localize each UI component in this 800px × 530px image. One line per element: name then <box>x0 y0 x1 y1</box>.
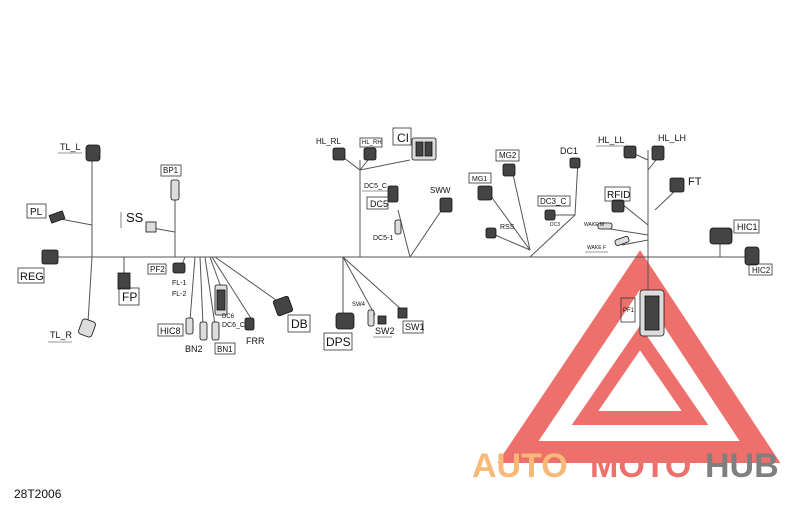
label-sww: SWW <box>430 186 451 195</box>
connector-hl-rl: HL_RL <box>316 137 346 161</box>
label-dc1: DC1 <box>560 146 578 156</box>
connector-fp: FP <box>117 272 140 306</box>
connector-hic2: HIC2 <box>744 246 773 276</box>
connector-dc1: DC1 <box>560 146 581 169</box>
connector-tl-l: TL_L <box>58 142 101 162</box>
label-dc5-1: DC5-1 <box>373 235 393 242</box>
connector-ss: SS <box>120 210 157 233</box>
label-ft: FT <box>688 176 702 188</box>
label-hic8: HIC8 <box>160 326 181 336</box>
label-pf1: PF1 <box>623 308 635 314</box>
watermark-moto: MOTO <box>590 447 691 485</box>
connector-bn1: BN1 <box>211 321 236 355</box>
branch-wires <box>54 150 755 326</box>
label-sw1: SW1 <box>405 322 425 332</box>
connector-wake-f: WAKE F <box>585 235 630 253</box>
connector-sw2: SW2 <box>373 315 395 338</box>
connector-wake-m: WAKE M <box>584 222 613 230</box>
connector-dc3: DC3_C DC3 <box>537 195 571 228</box>
diagram-code: 28T2006 <box>14 487 62 501</box>
connector-dc5: DC5_C DC5 DC5-1 <box>362 183 402 242</box>
label-dc5: DC5 <box>370 199 388 209</box>
label-wake-m: WAKE M <box>584 222 604 228</box>
label-hic2: HIC2 <box>752 266 771 275</box>
connector-reg: REG <box>17 249 59 284</box>
connector-pf2: PF2 FL-1 FL-2 <box>147 262 187 298</box>
label-sw2: SW2 <box>375 326 395 336</box>
label-dps: DPS <box>326 335 351 349</box>
label-rss: RSS <box>500 224 515 231</box>
label-hl-rl: HL_RL <box>316 137 341 146</box>
connector-rfid: RFID <box>604 186 631 213</box>
connector-sw4: SW4 <box>352 302 375 327</box>
label-wake-f: WAKE F <box>587 245 606 251</box>
label-hl-lh: HL_LH <box>658 133 686 143</box>
connector-mg1: MG1 <box>468 172 493 201</box>
connector-bn2: BN2 <box>185 321 208 354</box>
watermark-hub: HUB <box>705 447 779 485</box>
label-dc3-c: DC3_C <box>540 197 566 206</box>
label-fl2: FL-2 <box>172 291 187 298</box>
label-bn1: BN1 <box>217 345 233 354</box>
label-fl1: FL-1 <box>172 280 187 287</box>
connector-db: DB <box>272 295 311 333</box>
connector-sww: SWW <box>430 186 453 213</box>
label-dc5-c: DC5_C <box>364 183 387 190</box>
connector-bp1: BP1 <box>160 164 182 201</box>
connector-pl: PL <box>26 203 66 224</box>
label-hl-ll: HL_LL <box>598 135 625 145</box>
label-ss: SS <box>126 210 144 225</box>
connector-tl-r: TL_R <box>48 318 96 343</box>
label-ci: CI <box>397 131 409 145</box>
label-hl-rh: HL_RH <box>362 140 382 146</box>
label-bp1: BP1 <box>163 166 179 175</box>
connector-rss: RSS <box>485 224 515 239</box>
label-pf2: PF2 <box>150 265 165 274</box>
connector-ci: CI <box>392 127 437 161</box>
label-reg: REG <box>20 271 44 283</box>
label-mg1: MG1 <box>472 176 487 183</box>
connector-hl-ll: HL_LL <box>596 135 637 159</box>
connector-hic1: HIC1 <box>709 219 760 245</box>
label-tl-r: TL_R <box>50 330 73 340</box>
label-frr: FRR <box>246 336 265 346</box>
connector-dps: DPS <box>323 312 355 351</box>
label-hic1: HIC1 <box>737 222 758 232</box>
watermark-auto: AUTO <box>472 447 568 485</box>
connector-hic8: HIC8 <box>157 317 194 337</box>
label-fp: FP <box>122 290 137 304</box>
connector-hl-rh: HL_RH <box>359 137 383 161</box>
connector-hl-lh: HL_LH <box>651 133 686 161</box>
label-dc6: DC6 <box>222 314 235 320</box>
label-tl-l: TL_L <box>60 142 81 152</box>
label-sw4: SW4 <box>352 302 366 308</box>
label-db: DB <box>291 317 308 331</box>
connector-pf1: PF1 <box>620 289 665 337</box>
connector-frr: FRR <box>244 317 265 346</box>
connector-mg2: MG2 <box>495 149 520 177</box>
label-mg2: MG2 <box>499 151 517 160</box>
label-pl: PL <box>30 207 43 218</box>
label-dc6-c: DC6_C <box>222 322 245 329</box>
automotohub-watermark: AUTO MOTO HUB <box>472 250 781 485</box>
connector-dc6: DC6 DC6_C <box>214 284 245 329</box>
label-bn2: BN2 <box>185 344 203 354</box>
label-dc3: DC3 <box>550 222 560 228</box>
connector-sw1: SW1 <box>397 307 425 334</box>
connector-ft: FT <box>669 176 702 193</box>
label-rfid: RFID <box>607 190 630 201</box>
